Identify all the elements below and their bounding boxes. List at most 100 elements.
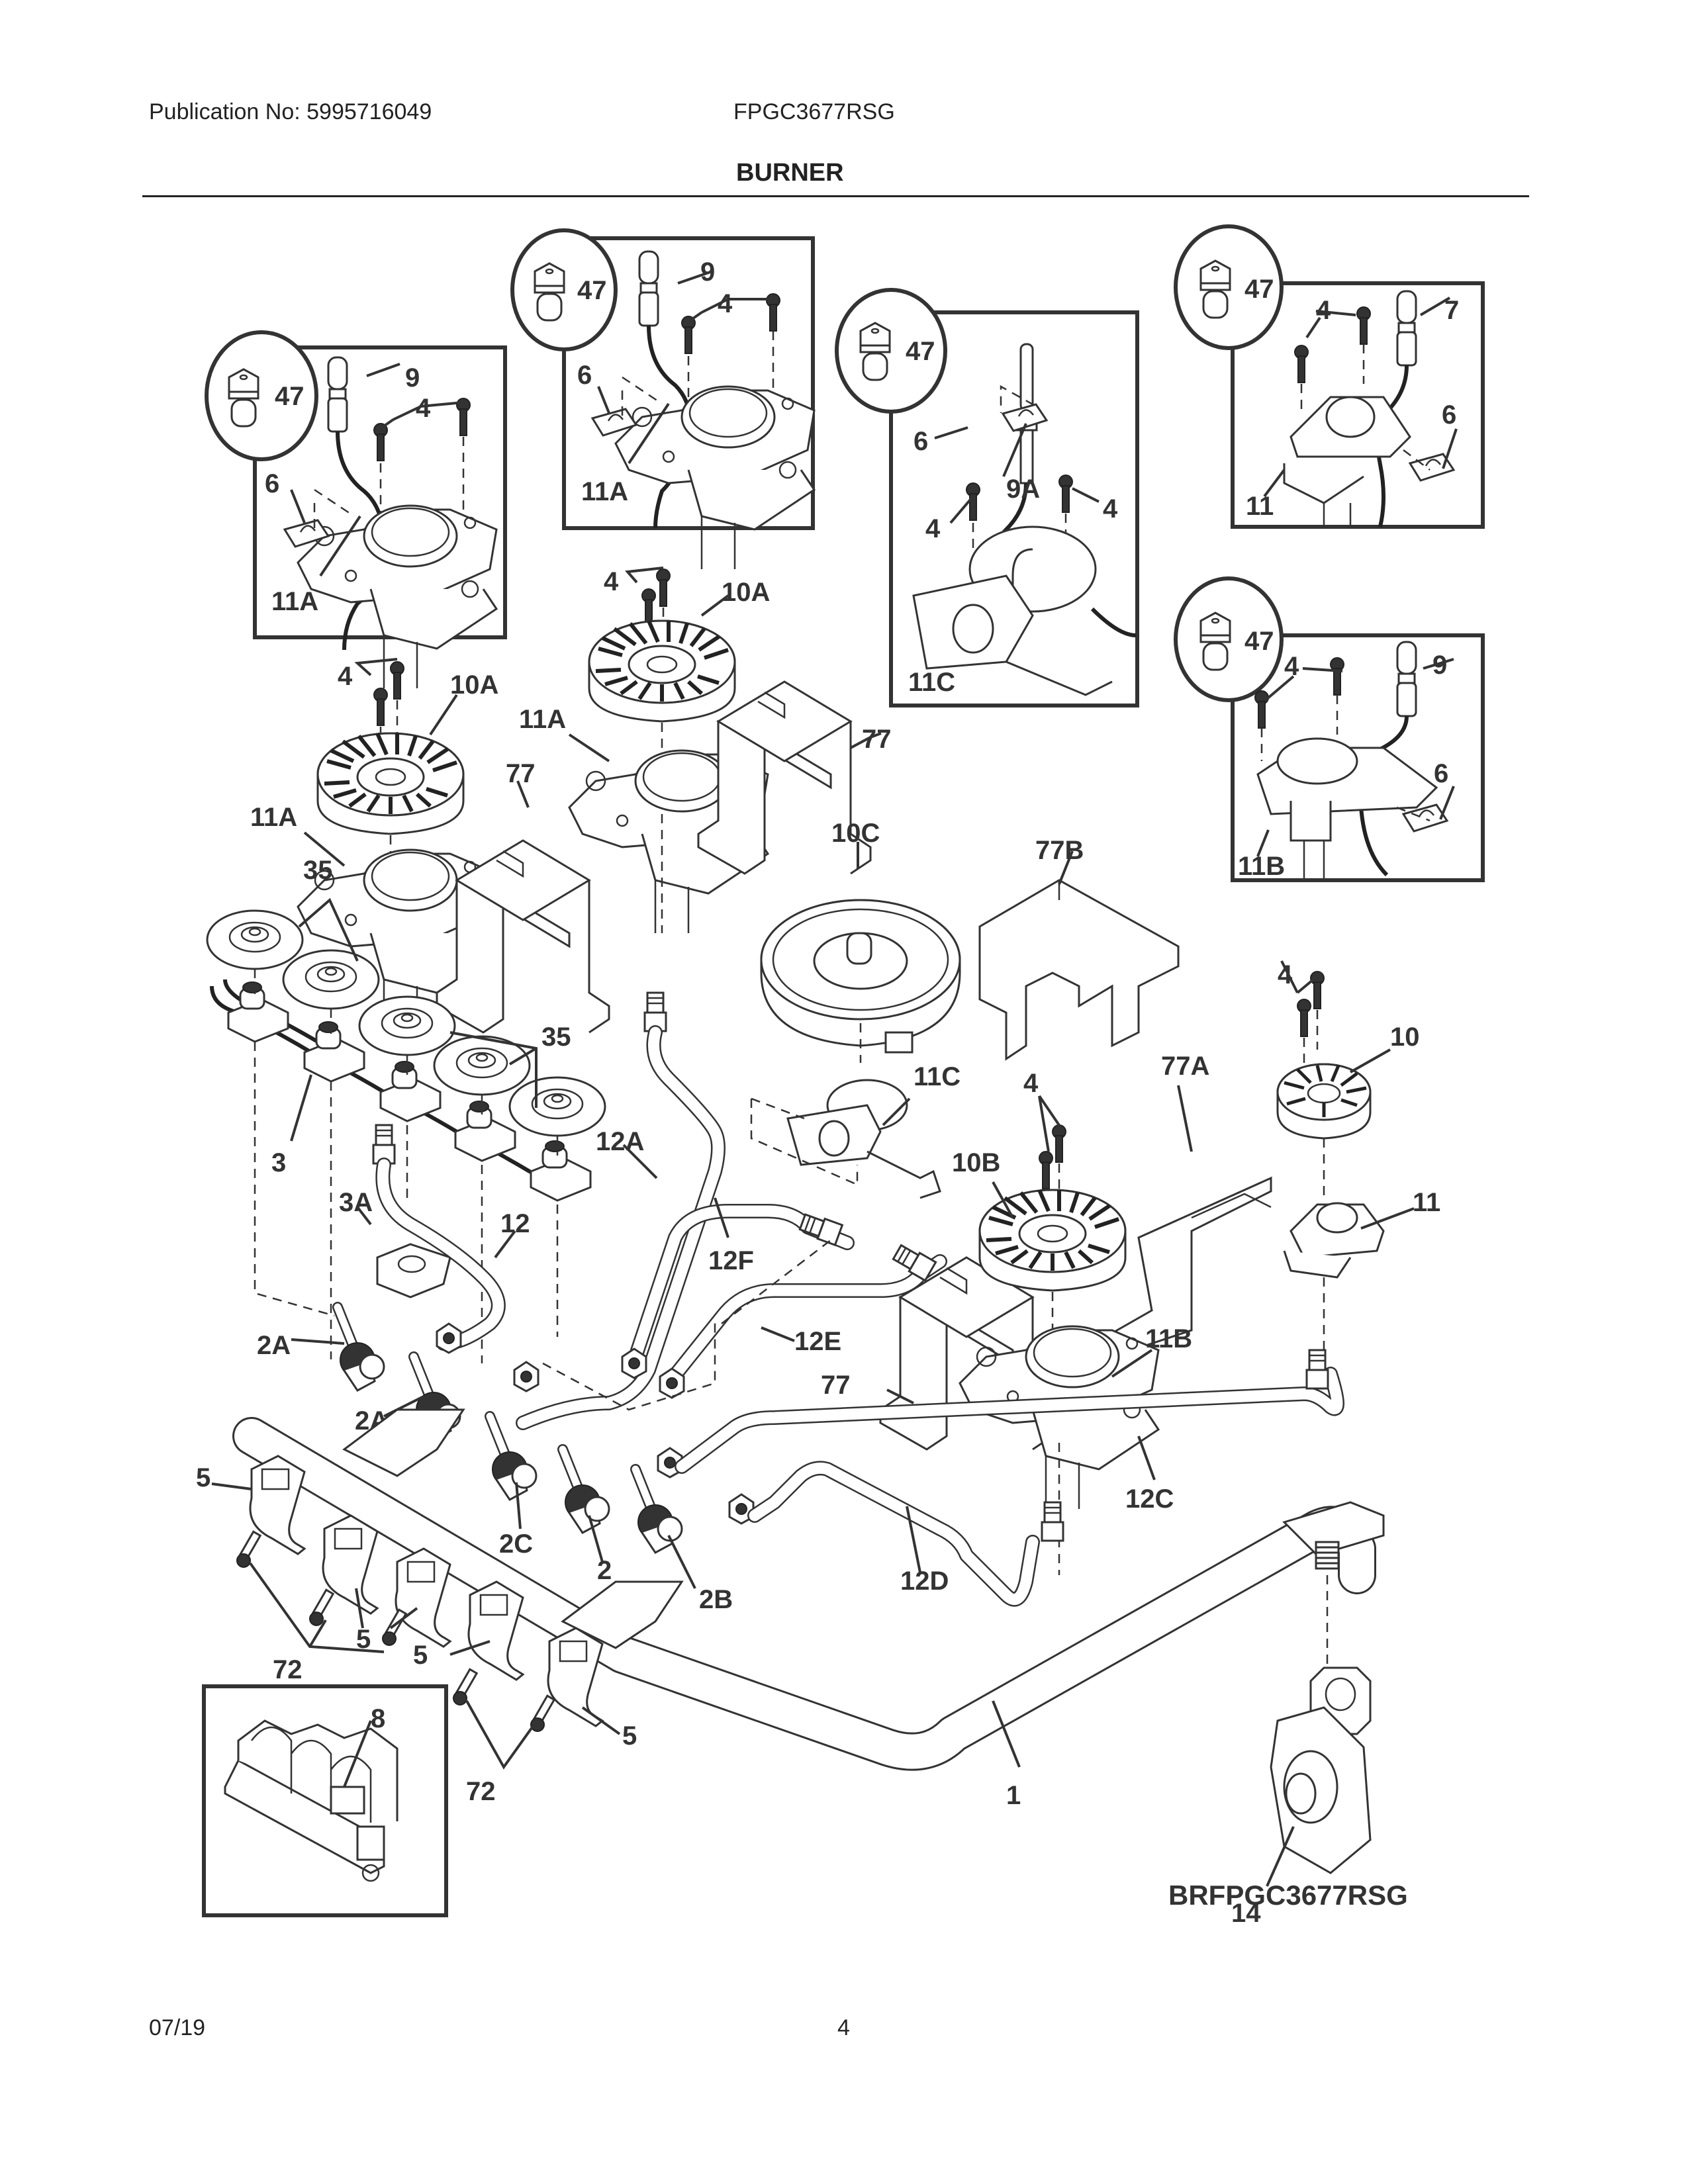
tube-12c: 12C (657, 1349, 1344, 1514)
callout-4: 4 (604, 567, 619, 596)
callout-7: 7 (1444, 296, 1459, 325)
callout-9: 9 (405, 363, 420, 392)
callout-6: 6 (914, 427, 928, 456)
tube-12e: 12E (542, 1237, 947, 1411)
callout-10a: 10A (450, 670, 498, 700)
callout-11b: 11B (1238, 852, 1285, 881)
callout-47: 47 (1244, 275, 1274, 304)
inset-burner-11c: 47 6 9A 4 4 11C (835, 288, 1139, 707)
callout-47: 47 (1244, 627, 1274, 656)
callout-6: 6 (577, 361, 592, 390)
callout-6: 6 (1442, 400, 1456, 430)
callout-77: 77 (506, 759, 536, 788)
callout-5: 5 (622, 1721, 637, 1751)
callout-5: 5 (413, 1641, 428, 1670)
callout-12f: 12F (708, 1246, 754, 1275)
igniter-switch-harness-3: 3 (210, 969, 592, 1363)
callout-11: 11 (1246, 492, 1274, 521)
callout-4: 4 (1316, 296, 1331, 325)
section-title: BURNER (736, 159, 844, 187)
tube-12a: 12A (513, 991, 726, 1430)
large-burner-10c: 10C 11C (750, 819, 961, 1199)
callout-6: 6 (265, 469, 279, 498)
bracket-77b: 77B (978, 836, 1180, 1061)
footer-date: 07/19 (149, 2015, 206, 2040)
callout-11c: 11C (914, 1062, 961, 1091)
callout-11c: 11C (908, 668, 955, 697)
bracket-77-left: 77 (436, 759, 610, 1034)
right-burner-stack: 4 10 11 77A (1103, 960, 1440, 1363)
callout-47: 47 (906, 337, 935, 366)
tube-12f: 12F (621, 1197, 855, 1379)
callout-35: 35 (541, 1023, 571, 1052)
header-divider (142, 195, 1529, 197)
bracket-77-lower: 77 (821, 1256, 1054, 1451)
inset-burner-11a-middle: 47 9 4 6 11A (510, 228, 816, 570)
callout-47: 47 (577, 276, 607, 305)
inset-burner-11-right-top: 47 4 7 6 11 (1174, 224, 1485, 529)
callout-77: 77 (862, 725, 892, 754)
callout-11a: 11A (519, 705, 566, 734)
callout-12d: 12D (900, 1567, 949, 1596)
callout-77b: 77B (1035, 836, 1084, 865)
callout-2b: 2B (699, 1585, 733, 1614)
callout-3: 3 (271, 1148, 286, 1177)
callout-35: 35 (303, 856, 333, 885)
callout-4: 4 (338, 662, 353, 691)
callout-10b: 10B (952, 1148, 1000, 1177)
callout-4: 4 (718, 289, 733, 318)
callout-4: 4 (925, 514, 941, 543)
callout-11a: 11A (250, 803, 297, 832)
burner-caps-35: 35 (206, 897, 606, 1137)
callout-5: 5 (196, 1463, 211, 1492)
callout-12: 12 (500, 1209, 530, 1238)
callout-6: 6 (1434, 759, 1448, 788)
left-burner-stack: 4 10A 11A 35 (250, 658, 498, 1034)
callout-12e: 12E (794, 1327, 841, 1356)
callout-10a: 10A (722, 578, 770, 607)
callout-10: 10 (1390, 1023, 1420, 1052)
callout-11a: 11A (271, 587, 318, 616)
callout-3a: 3A (339, 1188, 373, 1217)
bracket-77-upper: 77 (697, 680, 892, 875)
page-number: 4 (837, 2015, 850, 2040)
callout-77a: 77A (1161, 1052, 1209, 1081)
callout-2a: 2A (257, 1331, 291, 1360)
manifold-pipe-1: 1 (232, 1417, 1385, 1810)
spark-module-3a-and-tube-12: 3A 12 (339, 1124, 530, 1354)
callout-1: 1 (1006, 1781, 1021, 1810)
callout-4: 4 (1103, 494, 1118, 523)
callout-12a: 12A (596, 1127, 644, 1156)
callout-11a: 11A (581, 477, 628, 506)
inset-burner-11a-left: 47 9 4 6 11A (205, 330, 507, 690)
callout-72: 72 (466, 1777, 496, 1806)
callout-5: 5 (356, 1625, 371, 1654)
callout-9: 9 (1432, 651, 1447, 680)
publication-number: Publication No: 5995716049 (149, 99, 432, 124)
callout-4: 4 (1284, 652, 1299, 681)
burner-valves: 2A 2A 2C 2 2B (257, 1307, 733, 1614)
pressure-regulator-14: 14 (1231, 1666, 1372, 1928)
middle-burner-stack: 4 10A 11A (519, 567, 770, 934)
callout-2c: 2C (499, 1529, 533, 1559)
callout-47: 47 (275, 382, 305, 411)
callout-72: 72 (273, 1655, 303, 1684)
callout-12c: 12C (1125, 1484, 1174, 1514)
valve-clips-and-screws: 5 5 5 5 72 72 (196, 1408, 684, 1806)
callout-77: 77 (821, 1371, 851, 1400)
tube-12d: 12D (728, 1461, 1064, 1607)
callout-11b: 11B (1145, 1324, 1192, 1353)
callout-4: 4 (416, 394, 431, 423)
inset-burner-11b-right: 47 4 9 6 11B (1174, 576, 1485, 882)
callout-9: 9 (700, 257, 715, 287)
model-number: FPGC3677RSG (733, 99, 895, 124)
drawing-id: BRFPGC3677RSG (1168, 1880, 1408, 1911)
callout-4: 4 (1278, 960, 1293, 989)
callout-2: 2 (597, 1556, 612, 1585)
inset-spark-module-8: 8 (202, 1684, 448, 1917)
callout-10c: 10C (831, 819, 880, 848)
callout-8: 8 (371, 1704, 385, 1733)
callout-14: 14 (1231, 1899, 1261, 1928)
callout-4: 4 (1023, 1069, 1039, 1098)
